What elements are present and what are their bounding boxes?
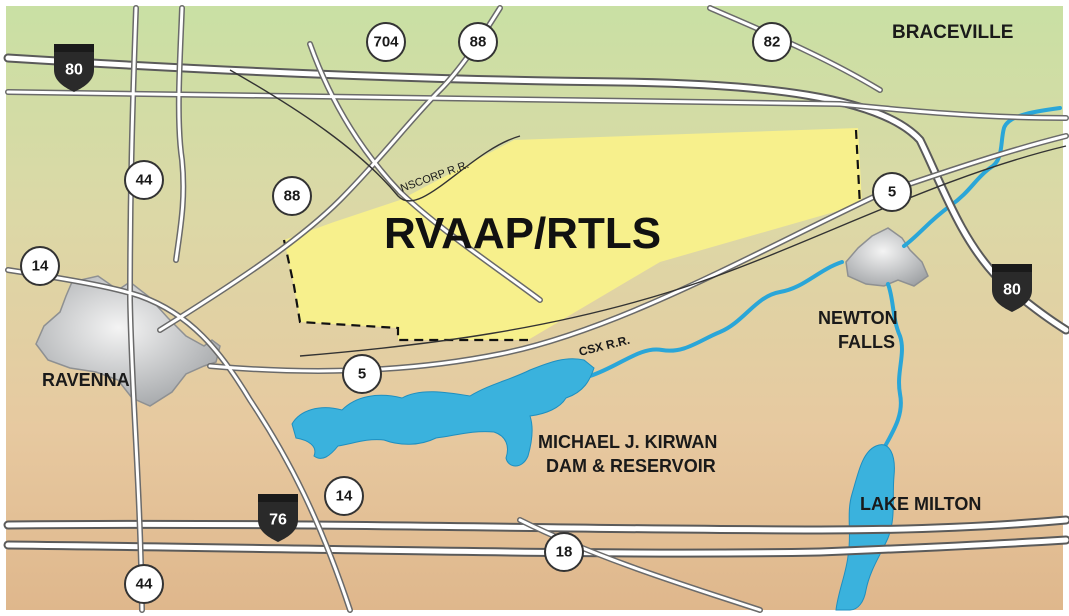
svg-text:80: 80: [65, 62, 83, 79]
ravenna-label: RAVENNA: [42, 370, 130, 390]
route-704-shield: 704: [366, 22, 406, 62]
svg-text:14: 14: [336, 488, 353, 505]
newton-falls-town-area: [845, 227, 929, 287]
i80-east-shield: 80: [992, 264, 1032, 312]
site-label: RVAAP/RTLS: [384, 209, 661, 258]
route-5-mid-shield: 5: [342, 354, 382, 394]
route-18-shield: 18: [544, 532, 584, 572]
svg-text:88: 88: [470, 34, 487, 51]
route-5-east-shield: 5: [872, 172, 912, 212]
route-82-shield: 82: [752, 22, 792, 62]
svg-text:5: 5: [888, 184, 896, 201]
route-44-south-shield: 44: [124, 564, 164, 604]
svg-text:44: 44: [136, 172, 153, 189]
i76-shield: 76: [258, 494, 298, 542]
route-88-north-shield: 88: [458, 22, 498, 62]
railroads: [229, 69, 1067, 357]
newton-falls-label-line1: NEWTON: [818, 308, 898, 328]
lake-milton-label: LAKE MILTON: [860, 494, 981, 514]
newton-falls-label-line2: FALLS: [838, 332, 895, 352]
svg-text:5: 5: [358, 366, 366, 383]
route-88-mid-shield: 88: [272, 176, 312, 216]
route-14-south-shield: 14: [324, 476, 364, 516]
reservoir-label-line1: MICHAEL J. KIRWAN: [538, 432, 717, 452]
reservoir-label-line2: DAM & RESERVOIR: [546, 456, 716, 476]
svg-text:18: 18: [556, 544, 573, 561]
route-44-north-shield: 44: [124, 160, 164, 200]
braceville-label: BRACEVILLE: [892, 22, 1013, 43]
svg-text:80: 80: [1003, 282, 1021, 299]
svg-text:88: 88: [284, 188, 301, 205]
svg-text:76: 76: [269, 512, 287, 529]
svg-text:704: 704: [373, 34, 399, 51]
route-14-west-shield: 14: [20, 246, 60, 286]
svg-text:14: 14: [32, 258, 49, 275]
svg-text:44: 44: [136, 576, 153, 593]
kirwan-reservoir: [291, 358, 595, 467]
i80-west-shield: 80: [54, 44, 94, 92]
svg-text:82: 82: [764, 34, 781, 51]
rvaap-rtls-site: [284, 128, 862, 340]
site-boundary-dashed: [282, 129, 862, 342]
